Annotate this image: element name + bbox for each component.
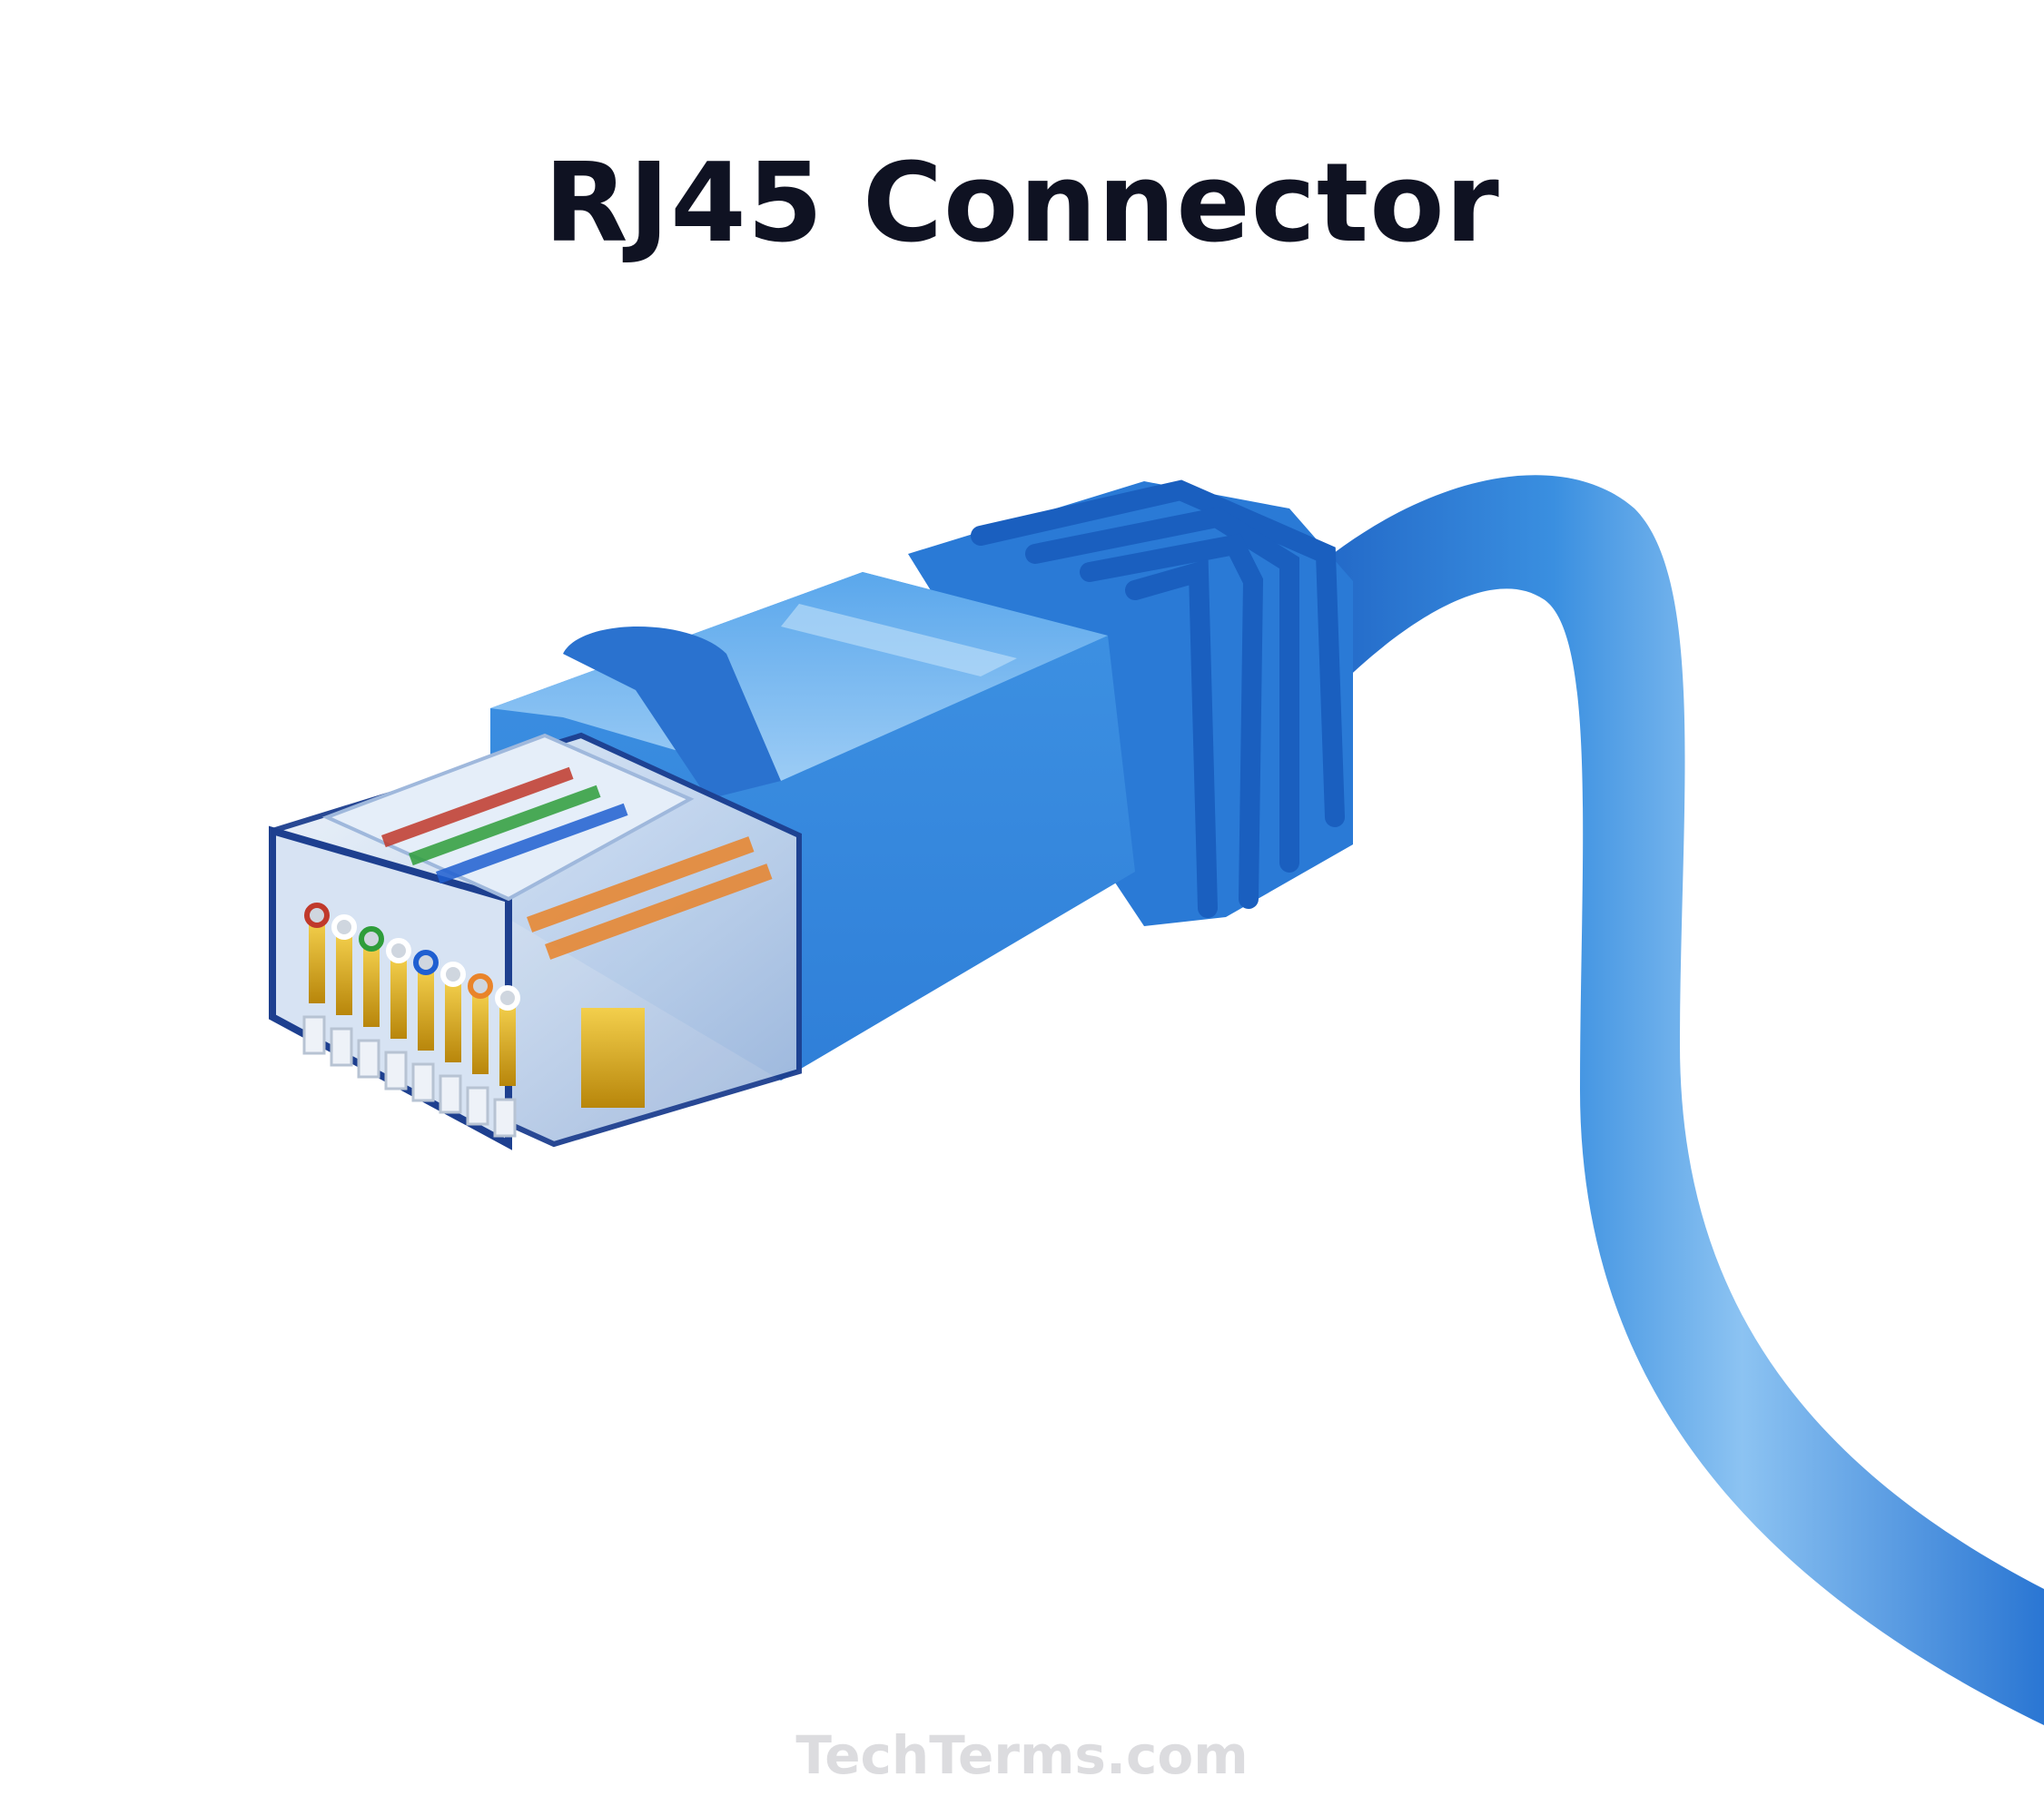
boot-top (490, 572, 1108, 781)
latch-hood (563, 627, 781, 799)
contact-slots (302, 1015, 517, 1138)
cable (1289, 475, 2044, 1725)
pin-heads (304, 903, 520, 1011)
watermark: TechTerms.com (795, 1724, 1249, 1786)
page-title: RJ45 Connector (544, 141, 1500, 267)
gold-pins (309, 922, 645, 1108)
wires (380, 766, 773, 960)
